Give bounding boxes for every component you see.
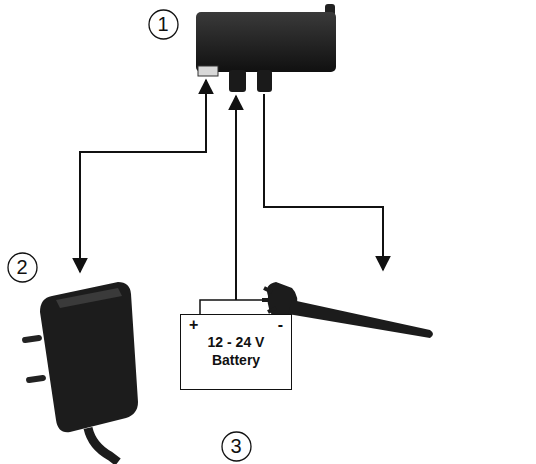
callout-number: 1 [157, 13, 168, 36]
terminal-sign: - [278, 317, 283, 333]
callout-number: 1 [148, 9, 179, 40]
callout-number: 2 [7, 252, 38, 283]
terminal-sign: + [189, 317, 198, 333]
battery-terminal-wires [200, 300, 272, 314]
callout-number: 2 [16, 256, 27, 279]
callout-number: 3 [230, 435, 241, 458]
sensor-wire [264, 94, 383, 270]
battery-wire [235, 96, 237, 300]
controller-device [196, 4, 336, 92]
battery-label: Battery [212, 351, 260, 369]
battery-label: 12 - 24 V [208, 333, 265, 351]
power-wire [80, 80, 206, 272]
callout-number: 3 [221, 431, 252, 462]
power-adapter [22, 282, 138, 462]
battery-box: + -12 - 24 VBattery [180, 314, 292, 390]
